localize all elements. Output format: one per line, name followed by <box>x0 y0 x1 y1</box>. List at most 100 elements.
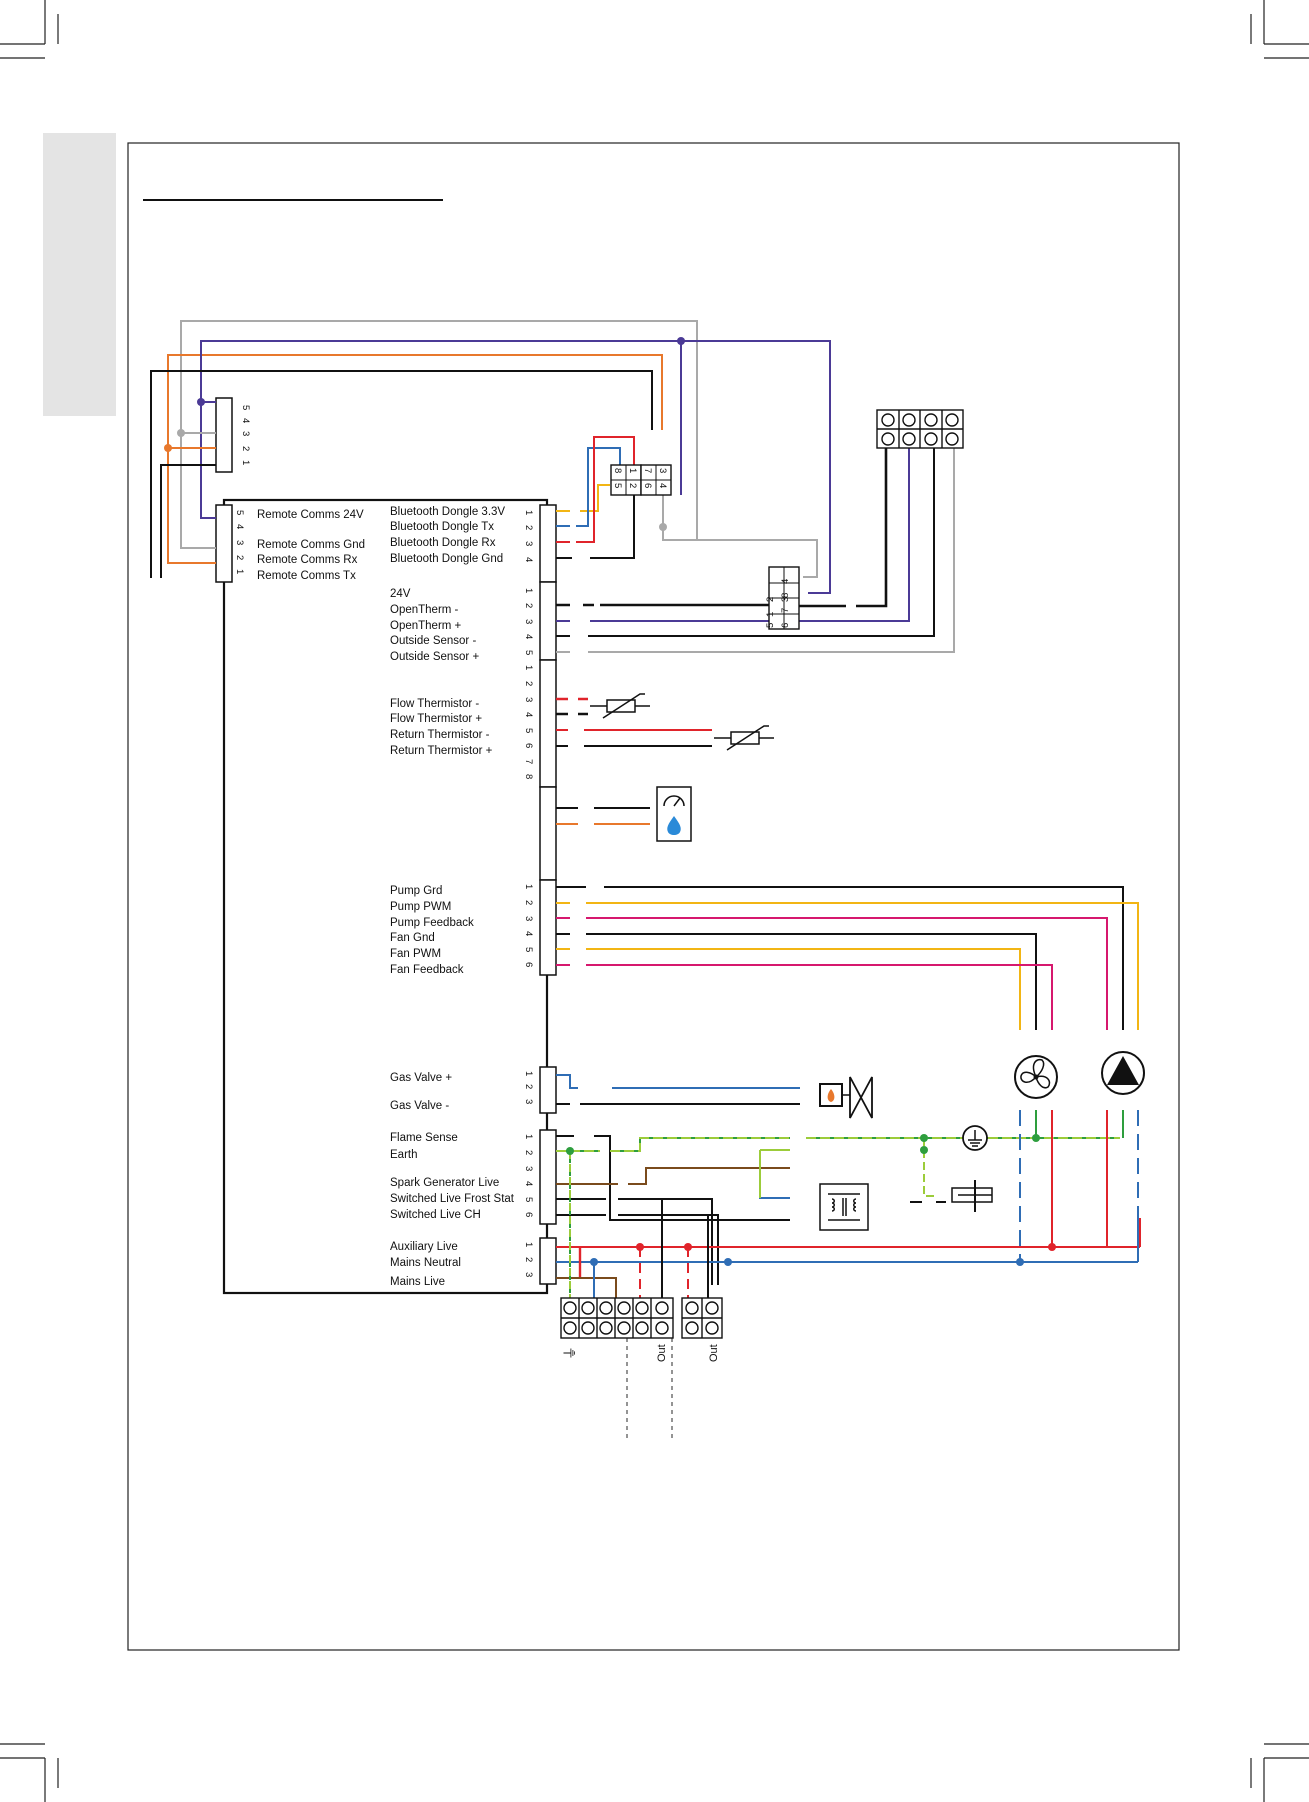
label-spark-live: Spark Generator Live <box>390 1177 499 1189</box>
dongle-pin-3: 3 <box>657 468 668 473</box>
pin-fl-6: 6 <box>523 1212 534 1217</box>
pin-mn-1: 1 <box>523 1242 534 1247</box>
label-flow-plus: Flow Thermistor + <box>390 713 482 725</box>
ot-block-pin-7: 7 <box>780 608 791 613</box>
label-flame-sense: Flame Sense <box>390 1132 458 1144</box>
opentherm-terminal-block <box>876 409 964 449</box>
pin-th-8: 8 <box>523 774 534 779</box>
pin-gv-1: 1 <box>523 1071 534 1076</box>
opentherm-block <box>768 566 800 630</box>
label-remote-rx: Remote Comms Rx <box>257 554 358 566</box>
dongle-block <box>610 464 672 496</box>
wire-gv-blue <box>556 1074 800 1089</box>
pin-mn-2: 2 <box>523 1257 534 1262</box>
pin-th-5: 5 <box>523 728 534 733</box>
pin-bt-1: 1 <box>523 510 534 515</box>
wire-spark-brown <box>556 1167 790 1185</box>
wire-pump-pwm <box>556 902 1139 1030</box>
pin-ot-4: 4 <box>523 634 534 639</box>
earth-icon <box>962 1125 988 1151</box>
wire-pump-feedback <box>556 917 1108 1030</box>
pin-th-3: 3 <box>523 697 534 702</box>
wire-ot-purple-out <box>788 447 910 622</box>
mains-terminal-block <box>560 1297 674 1339</box>
label-return-plus: Return Thermistor + <box>390 745 493 757</box>
pin-gv-3: 3 <box>523 1099 534 1104</box>
remote-comms-connector <box>215 504 233 583</box>
ot-block-pin-8: 8 <box>780 593 791 598</box>
pin-remote-top-2: 2 <box>240 446 251 451</box>
pin-mn-3: 3 <box>523 1272 534 1277</box>
dongle-pin-2: 2 <box>627 483 638 488</box>
label-switched-ch: Switched Live CH <box>390 1209 481 1221</box>
pin-ot-1: 1 <box>523 588 534 593</box>
gas-valve-icon <box>819 1076 873 1119</box>
pump-icon <box>1101 1051 1145 1095</box>
pin-fl-2: 2 <box>523 1150 534 1155</box>
pin-bt-3: 3 <box>523 541 534 546</box>
pin-th-2: 2 <box>523 681 534 686</box>
label-pump-grd: Pump Grd <box>390 885 442 897</box>
flame-connector <box>539 1129 557 1225</box>
label-bt-gnd: Bluetooth Dongle Gnd <box>390 553 503 565</box>
label-frost-stat: Switched Live Frost Stat <box>390 1193 515 1205</box>
pin-fl-5: 5 <box>523 1197 534 1202</box>
spark-generator-icon <box>819 1183 869 1231</box>
pump-fan-connector <box>539 879 557 976</box>
label-outside-plus: Outside Sensor + <box>390 651 479 663</box>
fan-icon <box>1014 1055 1058 1099</box>
pin-remote-pcb-3: 3 <box>234 540 245 545</box>
label-return-minus: Return Thermistor - <box>390 729 490 741</box>
wire-remote-purple <box>200 340 831 594</box>
dongle-pin-4: 4 <box>657 483 668 488</box>
ignition-electrode-icon <box>951 1180 993 1212</box>
wire-transformer-gy <box>759 1149 790 1198</box>
wire-bt-rx <box>556 436 635 543</box>
pin-pf-3: 3 <box>523 916 534 921</box>
wire-aux-live <box>556 1218 1141 1248</box>
label-pump-pwm: Pump PWM <box>390 901 451 913</box>
label-remote-gnd: Remote Comms Gnd <box>257 539 365 551</box>
gas-valve-connector <box>539 1066 557 1114</box>
wire-ot-black-out <box>788 447 888 608</box>
pin-bt-4: 4 <box>523 557 534 562</box>
wire-earth-gn <box>556 1137 1120 1152</box>
pin-th-1: 1 <box>523 665 534 670</box>
pin-pf-6: 6 <box>523 962 534 967</box>
label-gas-minus: Gas Valve - <box>390 1100 449 1112</box>
label-gas-plus: Gas Valve + <box>390 1072 452 1084</box>
label-ot-plus: OpenTherm + <box>390 620 462 632</box>
wire-outside-minus <box>556 447 935 637</box>
label-earth: Earth <box>390 1149 418 1161</box>
label-mains-neutral: Mains Neutral <box>390 1257 461 1269</box>
pin-th-7: 7 <box>523 759 534 764</box>
diagram-frame <box>127 142 1180 1651</box>
wire-fan-feedback <box>556 964 1053 1030</box>
ot-block-pin-1: 1 <box>765 612 776 617</box>
return-thermistor <box>714 725 774 751</box>
wire-dongle-grey <box>662 495 818 578</box>
pin-remote-top-3: 3 <box>240 431 251 436</box>
wire-remote-black-2 <box>160 464 216 578</box>
terminal-out-2: Out <box>708 1344 720 1362</box>
wire-transformer-blue <box>759 1185 790 1199</box>
pin-fl-1: 1 <box>523 1134 534 1139</box>
wire-pump-grd <box>556 886 1124 1030</box>
dongle-pin-5: 5 <box>612 483 623 488</box>
pin-remote-pcb-4: 4 <box>234 524 245 529</box>
pin-ot-2: 2 <box>523 603 534 608</box>
pin-remote-top-1: 1 <box>240 460 251 465</box>
pin-remote-pcb-2: 2 <box>234 555 245 560</box>
wire-remote-black-top <box>150 370 653 578</box>
out-terminal-block <box>681 1297 723 1339</box>
wire-neutral <box>556 1218 1139 1263</box>
pin-ot-3: 3 <box>523 619 534 624</box>
label-aux-live: Auxiliary Live <box>390 1241 458 1253</box>
pin-gv-2: 2 <box>523 1084 534 1089</box>
remote-top-connector <box>215 397 233 473</box>
mains-connector <box>539 1237 557 1285</box>
label-remote-tx: Remote Comms Tx <box>257 570 356 582</box>
label-fan-gnd: Fan Gnd <box>390 932 435 944</box>
label-fan-pwm: Fan PWM <box>390 948 441 960</box>
